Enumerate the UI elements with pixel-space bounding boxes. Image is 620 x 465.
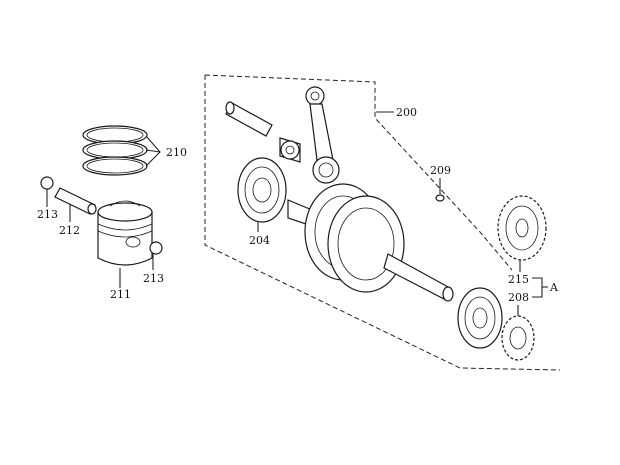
label-a: A	[549, 281, 559, 294]
label-200: 200	[396, 106, 417, 119]
label-209: 209	[430, 164, 451, 177]
label-213-right: 213	[143, 272, 164, 285]
piston-pin	[54, 187, 97, 222]
connecting-rod	[305, 86, 340, 184]
circlip-right	[149, 241, 163, 270]
ball-bearing-left	[237, 157, 287, 232]
circlip-left	[40, 176, 54, 207]
label-213-left: 213	[37, 208, 58, 221]
piston-rings	[82, 125, 161, 176]
label-204: 204	[249, 234, 270, 247]
piston	[97, 200, 153, 288]
label-210: 210	[166, 146, 187, 159]
label-208: 208	[508, 291, 529, 304]
label-211: 211	[110, 288, 131, 301]
timing-gear-small	[501, 305, 535, 361]
crank-pin	[225, 101, 273, 137]
woodruff-key	[435, 178, 445, 202]
label-215: 215	[508, 273, 529, 286]
group-a-bracket	[532, 277, 548, 298]
needle-bearing	[279, 137, 301, 163]
crankshaft-assembly-boundary	[204, 74, 561, 371]
crankshaft	[287, 183, 454, 302]
timing-gear-large	[497, 195, 547, 272]
label-212: 212	[59, 224, 80, 237]
ball-bearing-right	[457, 287, 503, 349]
